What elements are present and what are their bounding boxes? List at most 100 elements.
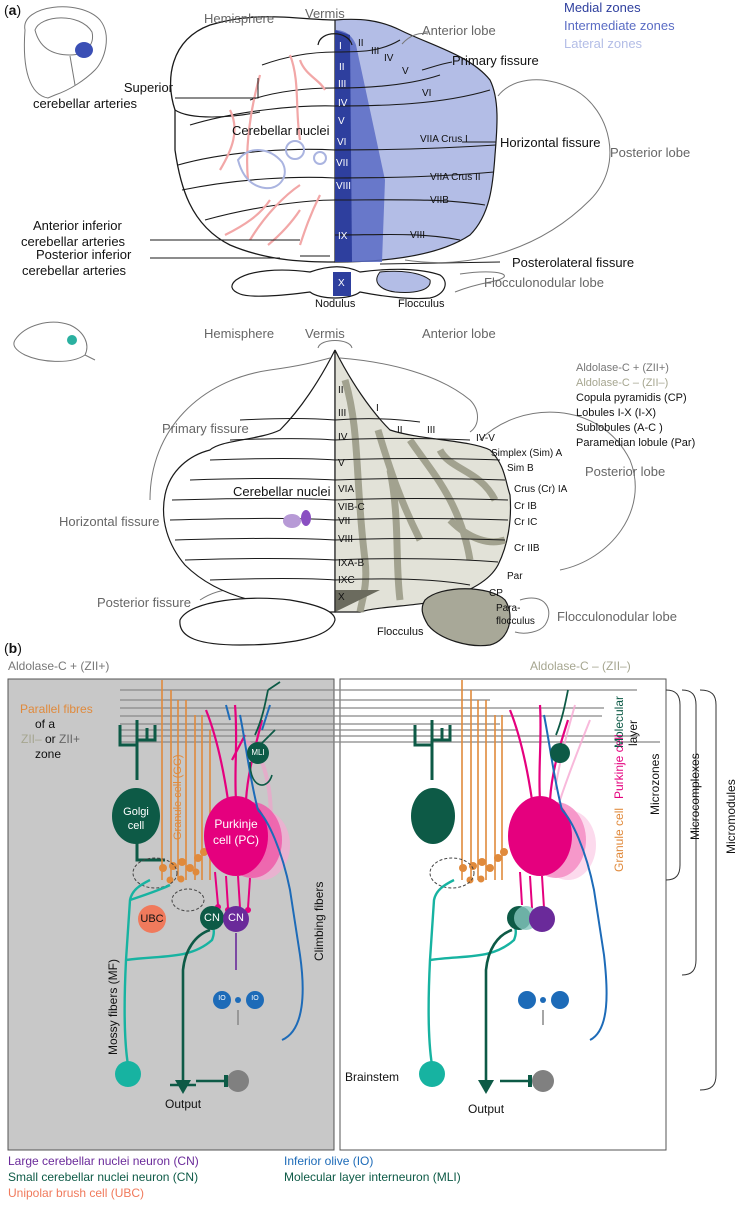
panel-a-letter: a	[8, 2, 17, 18]
mouse-vermis-label: Vermis	[305, 326, 345, 341]
hemi-lobule-viib: VIIB	[430, 195, 449, 206]
mouse-lobule-viii: VIII	[338, 534, 354, 545]
mouse-lobule-iii: III	[338, 408, 347, 419]
mouse-side-par: Par	[507, 571, 523, 582]
mossy-fibers-label: Mossy fibers (MF)	[106, 959, 120, 1055]
mouse-lobule-ii: II	[338, 385, 344, 396]
mouse-side-crus-ia: Crus (Cr) IA	[514, 484, 568, 495]
lateral-zones-label: Lateral zones	[564, 36, 643, 51]
mouse-side-cr-ib: Cr IB	[514, 501, 537, 512]
mouse-legend-aldolase-minus: Aldolase-C – (ZII–)	[576, 377, 669, 389]
mli-label: MLI	[251, 748, 265, 757]
zone-label: zone	[35, 747, 62, 761]
mouse-side-para: Para-	[496, 603, 521, 614]
mouse-lobule-v: V	[338, 458, 345, 469]
legend-large-cn: Large cerebellar nuclei neuron (CN)	[8, 1154, 199, 1168]
mouse-flocculus-label: Flocculus	[377, 626, 424, 638]
golgi-label-2: cell	[127, 820, 145, 832]
primary-fissure-label: Primary fissure	[452, 53, 539, 68]
brainstem-label: Brainstem	[345, 1070, 400, 1084]
golgi-soma	[112, 788, 160, 844]
large-cn-soma	[223, 906, 249, 932]
human-cerebellum-diagram	[23, 6, 611, 300]
microcomplexes-label: Microcomplexes	[688, 753, 702, 840]
mouse-side-iii: III	[427, 425, 436, 436]
posterior-lobe-label: Posterior lobe	[610, 145, 691, 160]
right-circuit	[411, 680, 608, 1094]
ubc-label: UBC	[140, 913, 164, 925]
brainstem-soma	[227, 1070, 249, 1092]
hemi-lobule-iv: IV	[384, 53, 394, 64]
io-left-label: IO	[218, 995, 226, 1002]
mouse-posterior-lobe-label: Posterior lobe	[585, 464, 666, 479]
left-folia	[174, 51, 336, 221]
superior-arteries-label-1: Superior	[123, 80, 173, 95]
ubc-soma	[138, 905, 166, 933]
nodulus-shape	[333, 272, 351, 296]
lobule-ix: IX	[338, 231, 348, 242]
purkinje-cell-soma	[204, 796, 268, 876]
mouse-side-sim-b: Sim B	[507, 463, 534, 474]
mouse-hemisphere-label: Hemisphere	[204, 326, 275, 341]
purkinje-label-1: Purkinje	[214, 817, 258, 831]
hemi-lobule-crus-ii: VIIA Crus II	[430, 172, 481, 183]
zii-minus-text: ZII–	[21, 732, 42, 746]
or-text: or	[41, 732, 60, 746]
lobule-i: I	[339, 41, 342, 52]
mouse-lobule-via: VIA	[338, 484, 355, 495]
lobule-iv: IV	[338, 98, 348, 109]
anterior-inferior-label-2: cerebellar arteries	[21, 234, 126, 249]
mouse-side-cp: CP	[489, 588, 503, 599]
mouse-legend-lobules: Lobules I-X (I-X)	[576, 407, 657, 419]
hemi-lobule-iii: III	[371, 46, 380, 57]
lobule-viii: VIII	[336, 181, 352, 192]
hemi-lobule-viii: VIII	[410, 230, 426, 241]
granule-cell-gc-label: Granule cell (GC)	[172, 754, 184, 840]
cerebellar-nuclei-label: Cerebellar nuclei	[232, 123, 330, 138]
zii-minus-panel	[339, 678, 667, 1151]
mouse-lobule-x: X	[338, 592, 345, 603]
flocculonodular-lobe-label: Flocculonodular lobe	[484, 275, 604, 290]
mouse-anterior-lobe-label: Anterior lobe	[422, 326, 496, 341]
mouse-side-simplex-a: Simplex (Sim) A	[491, 448, 563, 459]
io-soma-right	[246, 991, 264, 1009]
parallel-fibres-label: Parallel fibres	[20, 702, 93, 716]
climbing-fibers-label: Climbing fibers	[312, 881, 326, 961]
granule-layer-label: Granule cell	[612, 807, 626, 872]
panel-b-open-paren: (	[4, 640, 9, 656]
mouse-flocculonodular-label: Flocculonodular lobe	[557, 609, 677, 624]
panel-b-tag: (b)	[4, 640, 22, 656]
layer-word-label: layer	[626, 719, 640, 746]
mouse-thumbnail	[13, 321, 96, 362]
mouse-legend-aldolase-plus: Aldolase-C + (ZII+)	[576, 362, 669, 374]
panel-b-letter: b	[8, 640, 18, 656]
flocculus-label: Flocculus	[398, 298, 445, 310]
anterior-lobe-label: Anterior lobe	[422, 23, 496, 38]
hemi-lobule-v: V	[402, 66, 409, 77]
purkinje-label-2: cell (PC)	[212, 833, 259, 847]
mouse-paraflocculus-shape	[421, 588, 511, 647]
mouse-legend-copula: Copula pyramidis (CP)	[576, 392, 687, 404]
lobule-ii: II	[339, 62, 345, 73]
panel-a-close-paren: )	[16, 2, 22, 18]
lobule-iii: III	[338, 79, 347, 90]
hemisphere-label: Hemisphere	[204, 11, 275, 26]
anterior-inferior-label-1: Anterior inferior	[33, 218, 122, 233]
output-right-label: Output	[468, 1102, 505, 1116]
cn-large-label: CN	[228, 912, 244, 924]
mouse-lobule-ixc: IXC	[338, 575, 355, 586]
posterior-inferior-label-2: cerebellar arteries	[22, 263, 127, 278]
cerebellar-arteries	[219, 54, 326, 246]
golgi-label-1: Golgi	[123, 806, 149, 818]
panel-a-tag: (a)	[4, 2, 21, 18]
legend-io: Inferior olive (IO)	[284, 1154, 374, 1168]
lobe-brackets	[401, 32, 611, 293]
lobule-v: V	[338, 116, 345, 127]
mouse-flocculus-shape	[179, 597, 336, 646]
mouse-side-i: I	[376, 403, 379, 414]
vermis-label: Vermis	[305, 6, 345, 21]
left-circuit	[112, 680, 304, 1094]
panel-a-open-paren: (	[4, 2, 9, 18]
mouse-side-cr-ic: Cr IC	[514, 517, 538, 528]
